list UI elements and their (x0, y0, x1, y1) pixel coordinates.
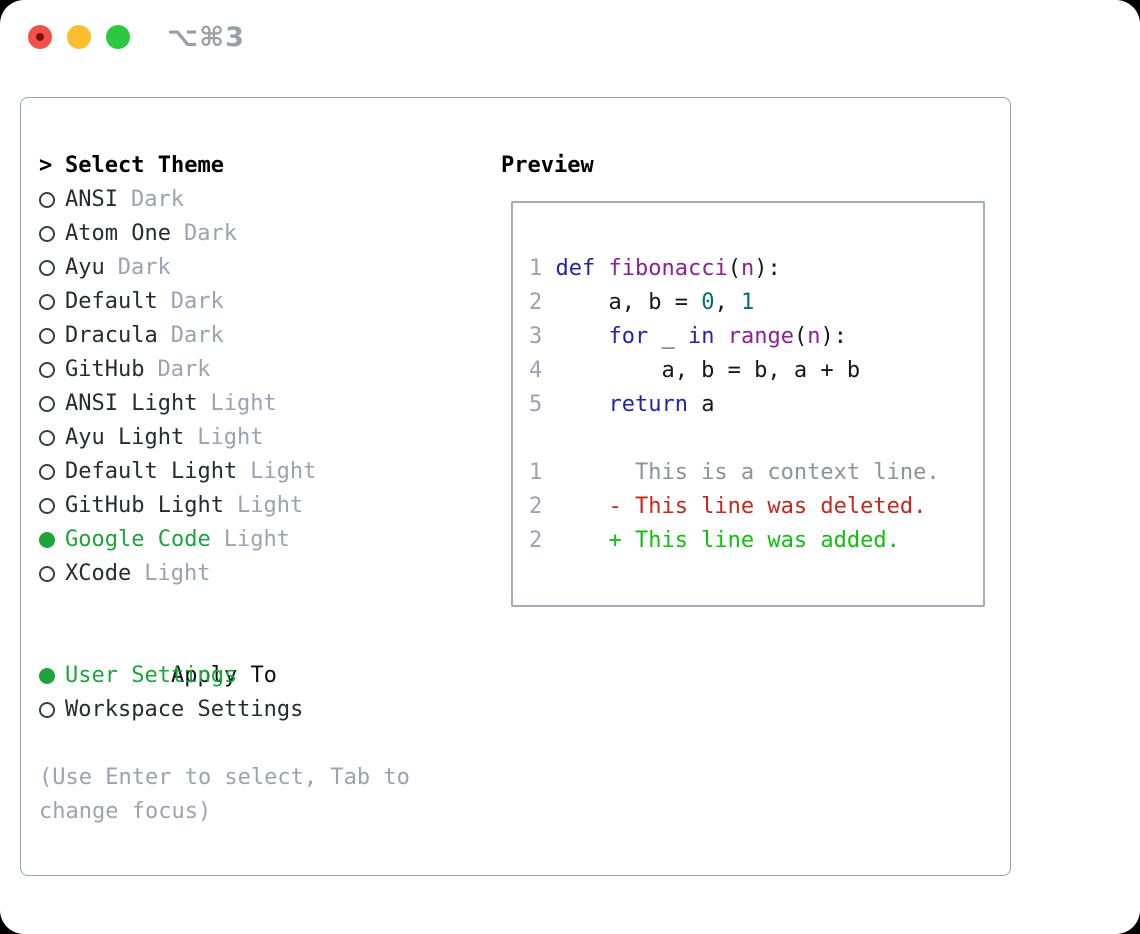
option-label: GitHub Light (65, 493, 224, 518)
spacer (39, 727, 410, 761)
option-label: Atom One (65, 221, 171, 246)
radio-icon (39, 362, 55, 378)
radio-icon (39, 260, 55, 276)
option-tag: Dark (183, 221, 237, 246)
theme-option-google-code[interactable]: Google Code Light (39, 523, 410, 557)
help-text: (Use Enter to select, Tab to change focus… (39, 761, 410, 829)
diff-context-line: 1 This is a context line. (529, 456, 940, 490)
radio-icon (39, 430, 55, 446)
theme-option-default[interactable]: Default Dark (39, 285, 410, 319)
option-tag: Dark (170, 289, 224, 314)
radio-icon (39, 226, 55, 242)
code-line: 2 a, b = 0, 1 (529, 286, 940, 320)
window-title: ⌥⌘3 (167, 22, 245, 53)
spacer (39, 591, 410, 625)
radio-icon (39, 566, 55, 582)
theme-option-ansi-light[interactable]: ANSI Light Light (39, 387, 410, 421)
radio-icon (39, 498, 55, 514)
radio-selected-icon (39, 668, 55, 684)
line-number: 5 (529, 392, 543, 417)
option-tag: Dark (157, 357, 211, 382)
theme-option-ayu-light[interactable]: Ayu Light Light (39, 421, 410, 455)
zoom-button[interactable] (106, 25, 130, 49)
option-label: Google Code (65, 527, 211, 552)
radio-icon (39, 192, 55, 208)
line-number: 2 (529, 290, 543, 315)
diff-added-line: 2 + This line was added. (529, 524, 940, 558)
code-line: 3 for _ in range(n): (529, 320, 940, 354)
option-label: ANSI Light (65, 391, 198, 416)
theme-option-github[interactable]: GitHub Dark (39, 353, 410, 387)
option-label: Workspace Settings (65, 697, 304, 722)
preview-title: Preview (501, 153, 594, 178)
option-label: Default (65, 289, 158, 314)
option-tag: Light (210, 391, 277, 416)
radio-icon (39, 294, 55, 310)
option-label: User Settings (65, 663, 238, 688)
diff-deleted-line: 2 - This line was deleted. (529, 490, 940, 524)
minimize-button[interactable] (67, 25, 91, 49)
option-tag: Light (144, 561, 211, 586)
help-line: (Use Enter to select, Tab to (39, 765, 410, 790)
theme-option-atom-one[interactable]: Atom One Dark (39, 217, 410, 251)
radio-icon (39, 328, 55, 344)
apply-to-header: Apply To (170, 663, 277, 688)
option-label: Default Light (65, 459, 238, 484)
titlebar: ⌥⌘3 (0, 0, 1140, 75)
line-number: 1 (529, 460, 543, 485)
help-line: change focus) (39, 799, 212, 824)
option-tag: Light (250, 459, 317, 484)
modified-dot-icon (36, 33, 44, 41)
theme-option-github-light[interactable]: GitHub Light Light (39, 489, 410, 523)
apply-option-workspace-settings[interactable]: Workspace Settings (39, 693, 410, 727)
radio-icon (39, 464, 55, 480)
option-tag: Dark (117, 255, 171, 280)
line-number: 1 (529, 256, 543, 281)
theme-option-default-light[interactable]: Default Light Light (39, 455, 410, 489)
option-label: XCode (65, 561, 132, 586)
option-tag: Light (197, 425, 264, 450)
theme-option-ansi[interactable]: ANSI Dark (39, 183, 410, 217)
apply-option-user-settings[interactable]: User Settings (39, 659, 410, 693)
option-tag: Dark (170, 323, 224, 348)
line-number: 4 (529, 358, 543, 383)
option-label: Ayu (65, 255, 105, 280)
focus-marker-icon: > (39, 153, 53, 178)
close-button[interactable] (28, 25, 52, 49)
line-number: 2 (529, 528, 543, 553)
select-theme-title: Select Theme (65, 153, 224, 178)
radio-selected-icon (39, 532, 55, 548)
option-label: ANSI (65, 187, 118, 212)
option-tag: Light (223, 527, 290, 552)
theme-option-ayu[interactable]: Ayu Dark (39, 251, 410, 285)
code-line: 5 return a (529, 388, 940, 422)
option-label: Ayu Light (65, 425, 185, 450)
option-tag: Light (236, 493, 304, 518)
radio-icon (39, 702, 55, 718)
theme-option-xcode[interactable]: XCode Light (39, 557, 410, 591)
line-number: 2 (529, 494, 543, 519)
option-label: Dracula (65, 323, 158, 348)
theme-option-dracula[interactable]: Dracula Dark (39, 319, 410, 353)
radio-icon (39, 396, 55, 412)
option-tag: Dark (130, 187, 184, 212)
code-line: 4 a, b = b, a + b (529, 354, 940, 388)
select-theme-header: > Select Theme (39, 149, 410, 183)
line-number: 3 (529, 324, 543, 349)
blank-line (529, 422, 940, 456)
option-label: GitHub (65, 357, 145, 382)
